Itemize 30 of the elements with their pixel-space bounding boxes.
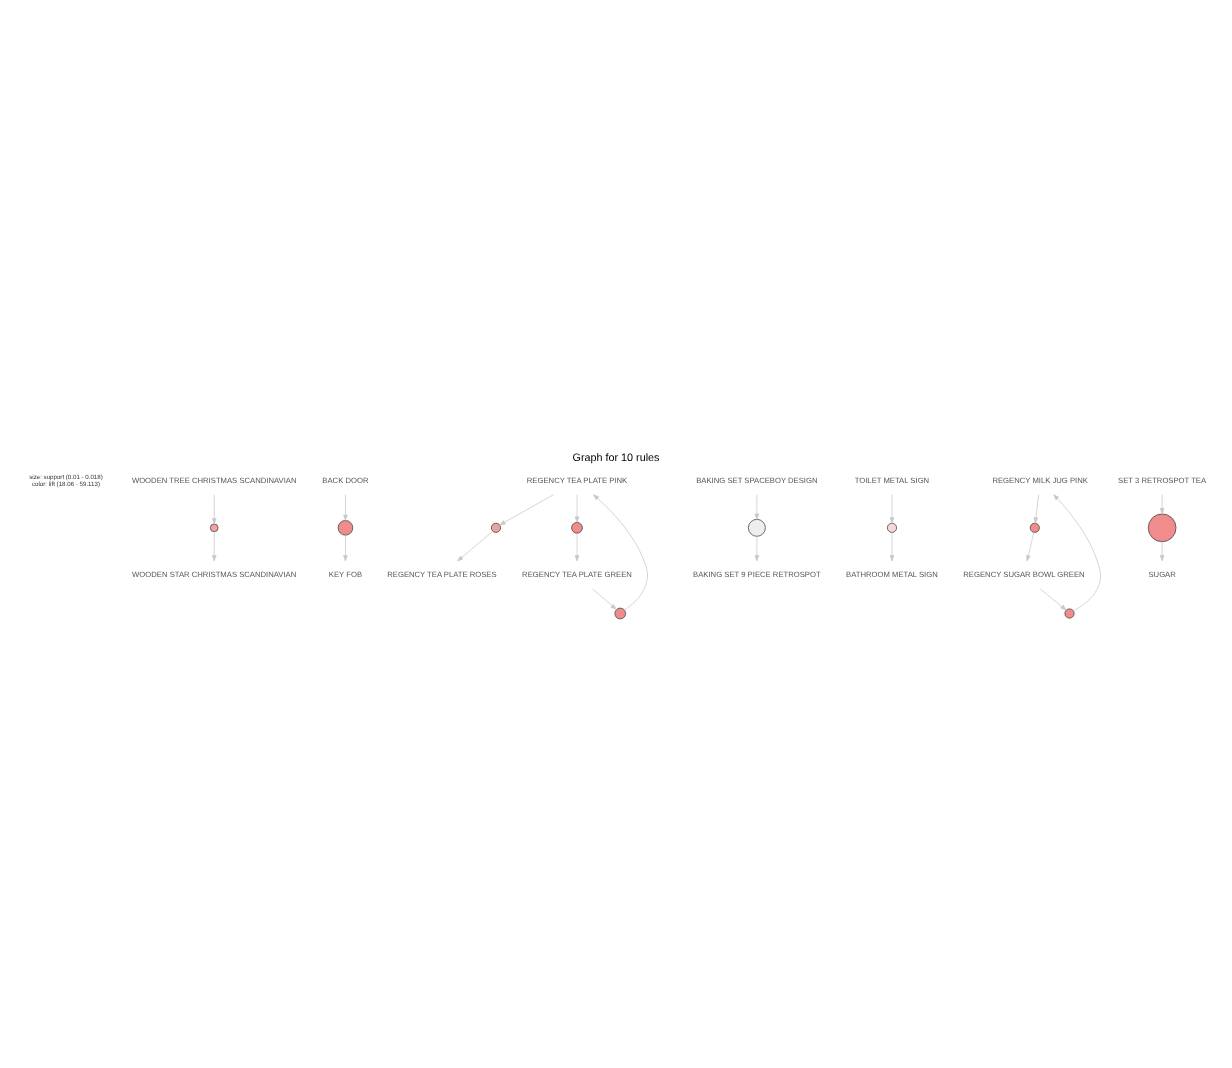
arrow — [592, 588, 617, 610]
node-circle — [1029, 522, 1040, 533]
arrow — [343, 534, 348, 562]
node-circle — [1147, 513, 1177, 543]
arrow — [593, 494, 648, 611]
node-circle — [886, 522, 897, 533]
arrow — [1159, 541, 1165, 562]
arrow — [1039, 588, 1067, 611]
node-circle — [209, 523, 219, 533]
arrow — [574, 533, 580, 562]
node-circle — [748, 518, 766, 537]
arrow — [1026, 532, 1035, 562]
node-circle — [614, 607, 627, 620]
arrow — [1159, 494, 1165, 515]
arrow — [754, 535, 760, 562]
arrow — [211, 531, 217, 562]
arrow — [574, 494, 580, 523]
arrow — [889, 494, 895, 524]
arrow — [1033, 494, 1039, 524]
arrow — [499, 494, 554, 526]
arrow — [457, 530, 494, 562]
arrow — [343, 494, 348, 521]
arrow — [211, 494, 217, 525]
node-circle — [337, 520, 354, 536]
node-circle — [490, 522, 501, 533]
arrow — [889, 532, 895, 562]
arrow — [1053, 494, 1102, 612]
arrow — [754, 494, 760, 520]
node-circle — [1064, 608, 1075, 619]
node-circle — [571, 522, 583, 534]
